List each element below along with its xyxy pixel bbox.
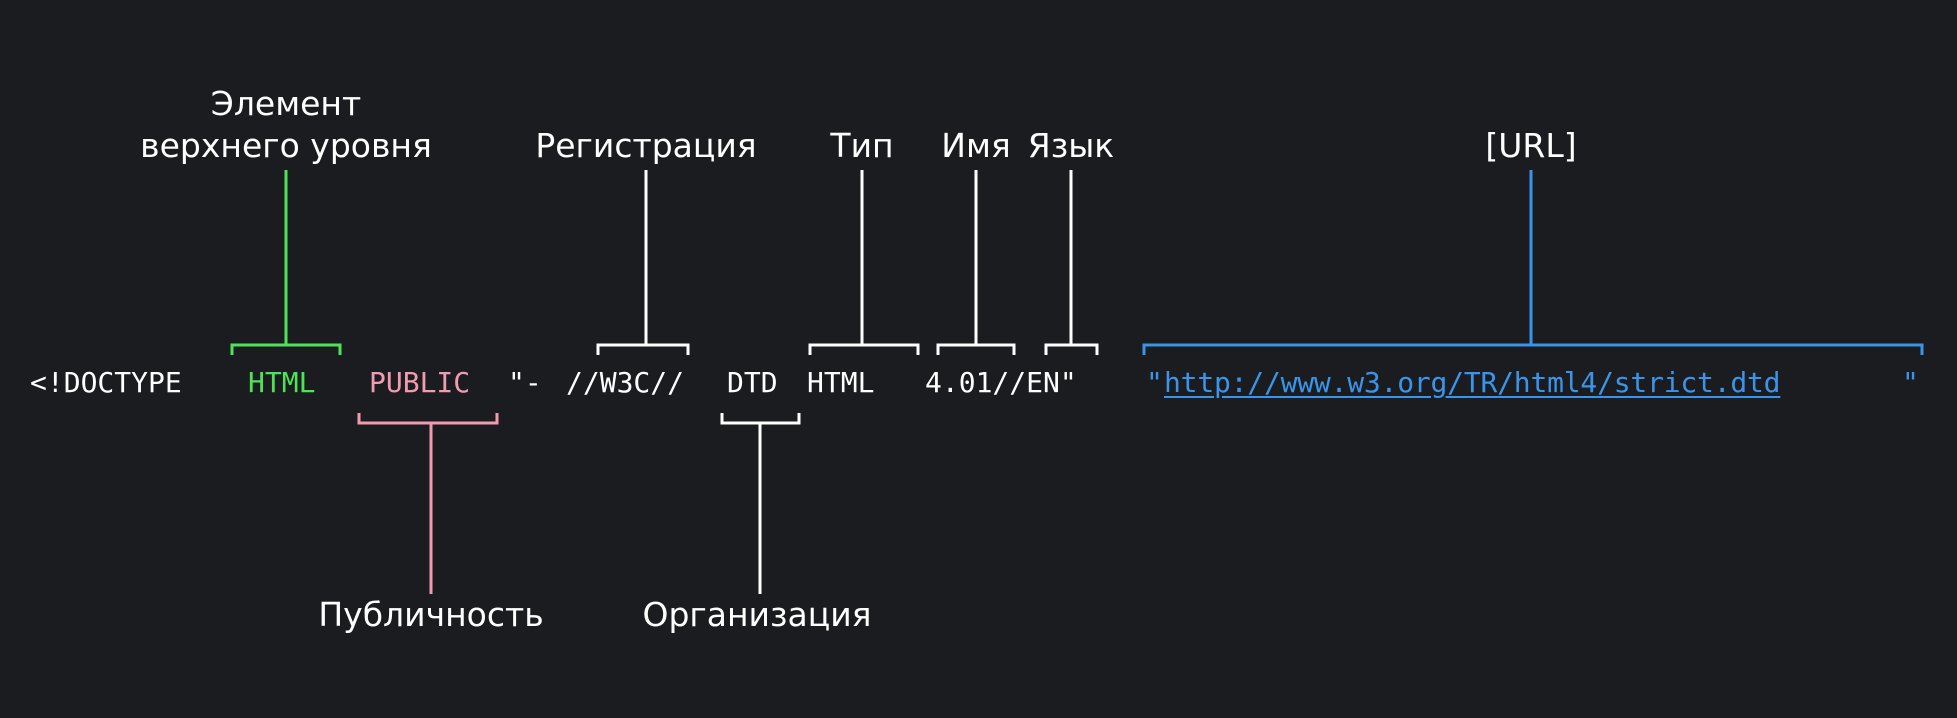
code-html-element: HTML bbox=[248, 366, 316, 399]
name-label: Имя bbox=[941, 126, 1011, 165]
code-public: PUBLIC bbox=[369, 366, 471, 399]
code-dtd: DTD bbox=[727, 366, 778, 399]
public-bracket bbox=[357, 413, 499, 594]
code-doctype: <!DOCTYPE bbox=[30, 366, 182, 399]
registration-bracket bbox=[596, 170, 690, 355]
top-level-label-line1: Элемент bbox=[210, 84, 362, 123]
url-bracket bbox=[1142, 170, 1924, 355]
language-bracket bbox=[1044, 170, 1099, 355]
public-label: Публичность bbox=[318, 595, 544, 634]
registration-label: Регистрация bbox=[535, 126, 757, 165]
language-label: Язык bbox=[1027, 126, 1115, 165]
name-bracket bbox=[936, 170, 1016, 355]
organization-label: Организация bbox=[642, 595, 872, 634]
top-level-bracket bbox=[230, 170, 342, 355]
code-registration: //W3C// bbox=[566, 366, 685, 399]
top-level-label: Элемент верхнего уровня bbox=[140, 83, 432, 167]
type-label: Тип bbox=[830, 126, 894, 165]
url-label: [URL] bbox=[1485, 126, 1577, 165]
code-version-lang: 4.01//EN" bbox=[925, 366, 1077, 399]
code-quote-dash: "- bbox=[508, 366, 542, 399]
type-bracket bbox=[808, 170, 920, 355]
code-url-close-quote: " bbox=[1902, 366, 1919, 399]
code-type: HTML bbox=[807, 366, 875, 399]
code-url-open-quote: " bbox=[1146, 366, 1163, 399]
top-level-label-line2: верхнего уровня bbox=[140, 126, 432, 165]
code-url-link[interactable]: http://www.w3.org/TR/html4/strict.dtd bbox=[1164, 366, 1781, 399]
organization-bracket bbox=[720, 413, 801, 594]
